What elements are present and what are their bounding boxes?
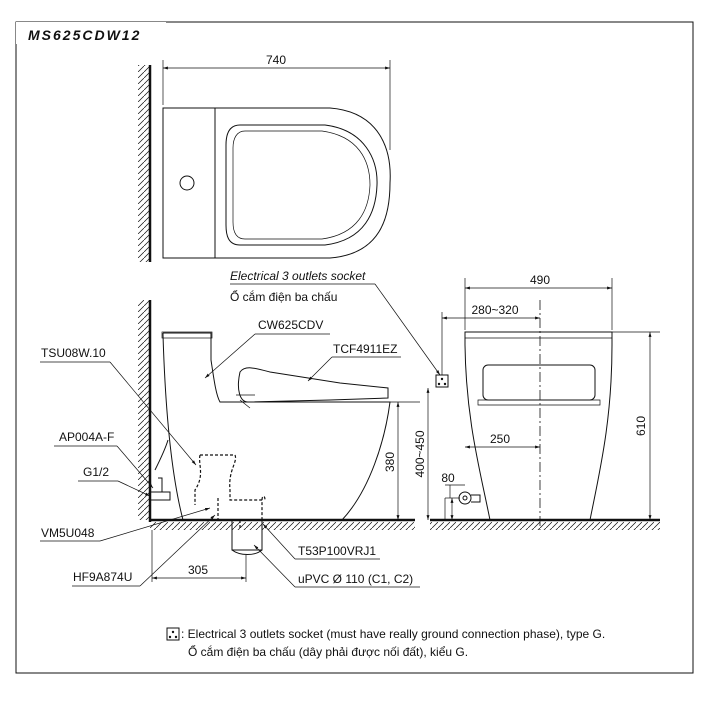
front-view: 490 280~320 610 250 80: [430, 273, 660, 530]
socket-label-vi: Ổ cắm điện ba chấu: [230, 289, 337, 304]
dim-front-height: 610: [634, 416, 648, 436]
label-tsu08w10: TSU08W.10: [41, 346, 106, 360]
note-line-en: : Electrical 3 outlets socket (must have…: [181, 627, 605, 641]
dim-front-width: 490: [530, 273, 550, 287]
dim-seat-height: 380: [383, 452, 397, 472]
label-tcf4911ez: TCF4911EZ: [333, 342, 397, 356]
label-upvc-pipe: uPVC Ø 110 (C1, C2): [298, 572, 413, 586]
model-title: MS625CDW12: [28, 27, 141, 43]
dim-valve-height: 80: [441, 471, 455, 485]
note-line-vi: Ổ cắm điện ba chấu (dây phải được nối đấ…: [188, 644, 468, 659]
socket-icon: [166, 627, 180, 641]
label-cw625cdv: CW625CDV: [258, 318, 323, 332]
flush-button-icon: [179, 175, 195, 191]
socket-label-en: Electrical 3 outlets socket: [230, 269, 366, 283]
label-vm5u048: VM5U048: [41, 526, 95, 540]
dim-valve-offset: 250: [490, 432, 510, 446]
drawing-frame: [15, 21, 694, 674]
top-view: 740: [138, 53, 391, 262]
dim-socket-height: 400~450: [413, 430, 427, 477]
socket-icon: [435, 374, 449, 388]
side-view: 380 400~450 305 Electrical 3 outlets soc…: [40, 269, 449, 588]
label-ap004a-f: AP004A-F: [59, 430, 114, 444]
dim-socket-offset: 280~320: [471, 303, 518, 317]
label-t53p100vrj1: T53P100VRJ1: [298, 544, 376, 558]
dim-rough-in: 305: [188, 563, 208, 577]
dim-width-740: 740: [266, 53, 286, 67]
label-g1-2: G1/2: [83, 465, 109, 479]
legend-note: : Electrical 3 outlets socket (must have…: [166, 627, 605, 659]
label-hf9a874u: HF9A874U: [73, 570, 132, 584]
